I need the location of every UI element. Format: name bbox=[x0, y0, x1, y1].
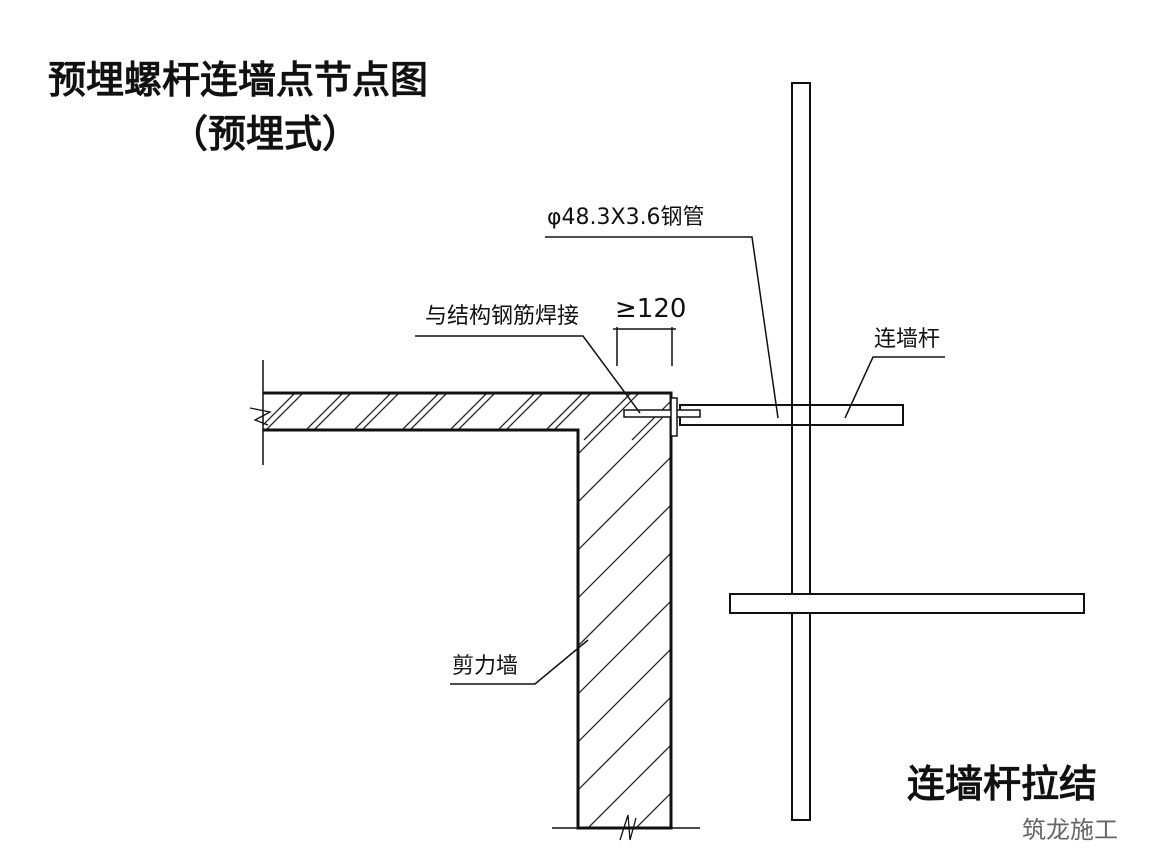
hatch-line bbox=[263, 393, 671, 828]
hatch-line bbox=[728, 392, 776, 440]
diagram-title: 预埋螺杆连墙点节点图 bbox=[48, 57, 429, 102]
hatch-line bbox=[263, 393, 671, 828]
dimension-label: ≥120 bbox=[615, 294, 687, 324]
break-symbol-bottom bbox=[619, 814, 637, 841]
hatch-line bbox=[343, 393, 393, 441]
leader-lines bbox=[415, 236, 945, 685]
hatch-line bbox=[439, 393, 489, 441]
hatch-line bbox=[487, 393, 671, 828]
hatch-line bbox=[263, 393, 297, 441]
hatch-line bbox=[295, 393, 345, 441]
hatch-line bbox=[439, 393, 671, 828]
hatch-line bbox=[1112, 392, 1160, 440]
embedded-bolt bbox=[623, 409, 701, 418]
anchor-plate bbox=[670, 397, 678, 437]
tie-bar-label: 连墙杆 bbox=[874, 327, 941, 352]
weld-label: 与结构钢筋焊接 bbox=[425, 304, 580, 329]
watermark: 筑龙施工 bbox=[1022, 816, 1118, 844]
vertical-pipe bbox=[791, 82, 811, 821]
lower-horizontal-pipe bbox=[729, 593, 1085, 614]
hatch-line bbox=[200, 392, 248, 440]
hatch-line bbox=[263, 393, 355, 828]
hatch-line bbox=[343, 393, 671, 828]
hatch-line bbox=[263, 393, 451, 828]
hatch-line bbox=[0, 390, 258, 858]
hatch-line bbox=[583, 393, 671, 828]
hatch-line bbox=[1160, 392, 1168, 440]
pipe-label: φ48.3X3.6钢管 bbox=[547, 205, 705, 230]
shear-wall-label: 剪力墙 bbox=[452, 654, 519, 679]
hatch-line bbox=[391, 393, 441, 441]
hatch-line bbox=[872, 392, 920, 440]
hatch-line bbox=[1064, 392, 1112, 440]
hatch-line bbox=[487, 393, 537, 441]
hatch-line bbox=[0, 390, 210, 858]
hatch-line bbox=[263, 393, 595, 828]
caption: 连墙杆拉结 bbox=[907, 761, 1098, 806]
hatch-line bbox=[1016, 392, 1064, 440]
hatch-line bbox=[263, 393, 403, 828]
hatch-line bbox=[583, 393, 633, 441]
concrete-outline bbox=[263, 391, 673, 830]
hatch-line bbox=[295, 393, 671, 828]
hatch-line bbox=[263, 393, 499, 828]
hatch-line bbox=[263, 393, 547, 828]
hatch-line bbox=[263, 393, 643, 828]
hatch-line bbox=[824, 392, 872, 440]
hatch-line bbox=[263, 393, 307, 828]
diagram-subtitle: （预埋式） bbox=[170, 111, 361, 156]
hatch-line bbox=[920, 392, 968, 440]
hatch-line bbox=[535, 393, 671, 828]
hatch-line bbox=[968, 392, 1016, 440]
break-symbol-left bbox=[249, 407, 272, 426]
